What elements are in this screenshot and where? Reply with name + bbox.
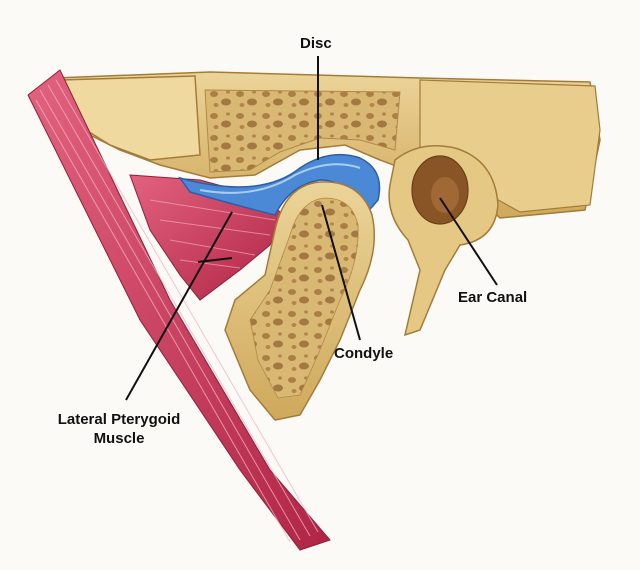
articular-disc bbox=[178, 153, 381, 217]
condyle-leader bbox=[321, 204, 361, 341]
label-lateral-pterygoid-muscle: Lateral Pterygoid Muscle bbox=[40, 410, 198, 448]
label-condyle: Condyle bbox=[334, 345, 394, 362]
label-ear-canal: Ear Canal bbox=[458, 289, 528, 306]
ear-canal-leader bbox=[439, 197, 498, 286]
label-lateral-pterygoid-line2: Muscle bbox=[93, 430, 145, 447]
lpm-leader-branch bbox=[197, 257, 233, 263]
pterygoid-strap-muscle bbox=[27, 69, 331, 551]
label-disc: Disc bbox=[300, 35, 332, 52]
lpm-leader bbox=[125, 211, 233, 401]
leader-lines bbox=[125, 56, 498, 401]
temporal-marrow bbox=[204, 89, 401, 173]
label-lateral-pterygoid-line1: Lateral Pterygoid bbox=[57, 411, 181, 428]
condyle-marrow bbox=[249, 197, 359, 399]
